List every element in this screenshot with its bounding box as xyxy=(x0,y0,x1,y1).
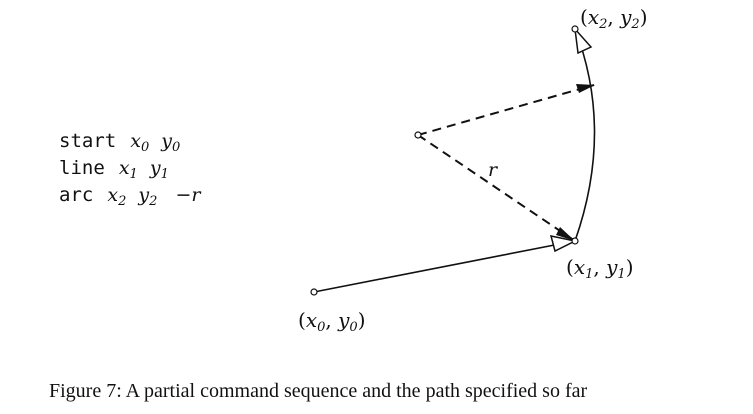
command-listing: start x0 y0 line x1 y1 arc x2 y2 −r xyxy=(59,130,202,210)
radius-label: r xyxy=(488,159,499,181)
radius-arrowhead xyxy=(556,227,575,241)
line-segment xyxy=(313,240,576,293)
point-marker-p2 xyxy=(571,25,579,33)
figure-caption: Figure 7: A partial command sequence and… xyxy=(49,380,588,402)
point-marker-p1 xyxy=(571,237,579,245)
label-p1: (x1, y1) xyxy=(566,255,634,282)
line-arrowhead xyxy=(549,235,578,253)
label-p0: (x0, y0) xyxy=(298,308,366,335)
center-marker xyxy=(414,131,422,139)
command-line: line x1 y1 xyxy=(59,157,169,183)
arc-mid-dashed-line xyxy=(417,84,595,136)
label-p2: (x2, y2) xyxy=(580,5,648,32)
point-marker-p0 xyxy=(310,288,318,296)
radius-dashed-line xyxy=(417,134,576,242)
command-arc: arc x2 y2 −r xyxy=(59,184,202,210)
arc-path xyxy=(574,28,596,242)
command-start: start x0 y0 xyxy=(59,130,180,156)
arc-arrowhead xyxy=(573,26,593,55)
